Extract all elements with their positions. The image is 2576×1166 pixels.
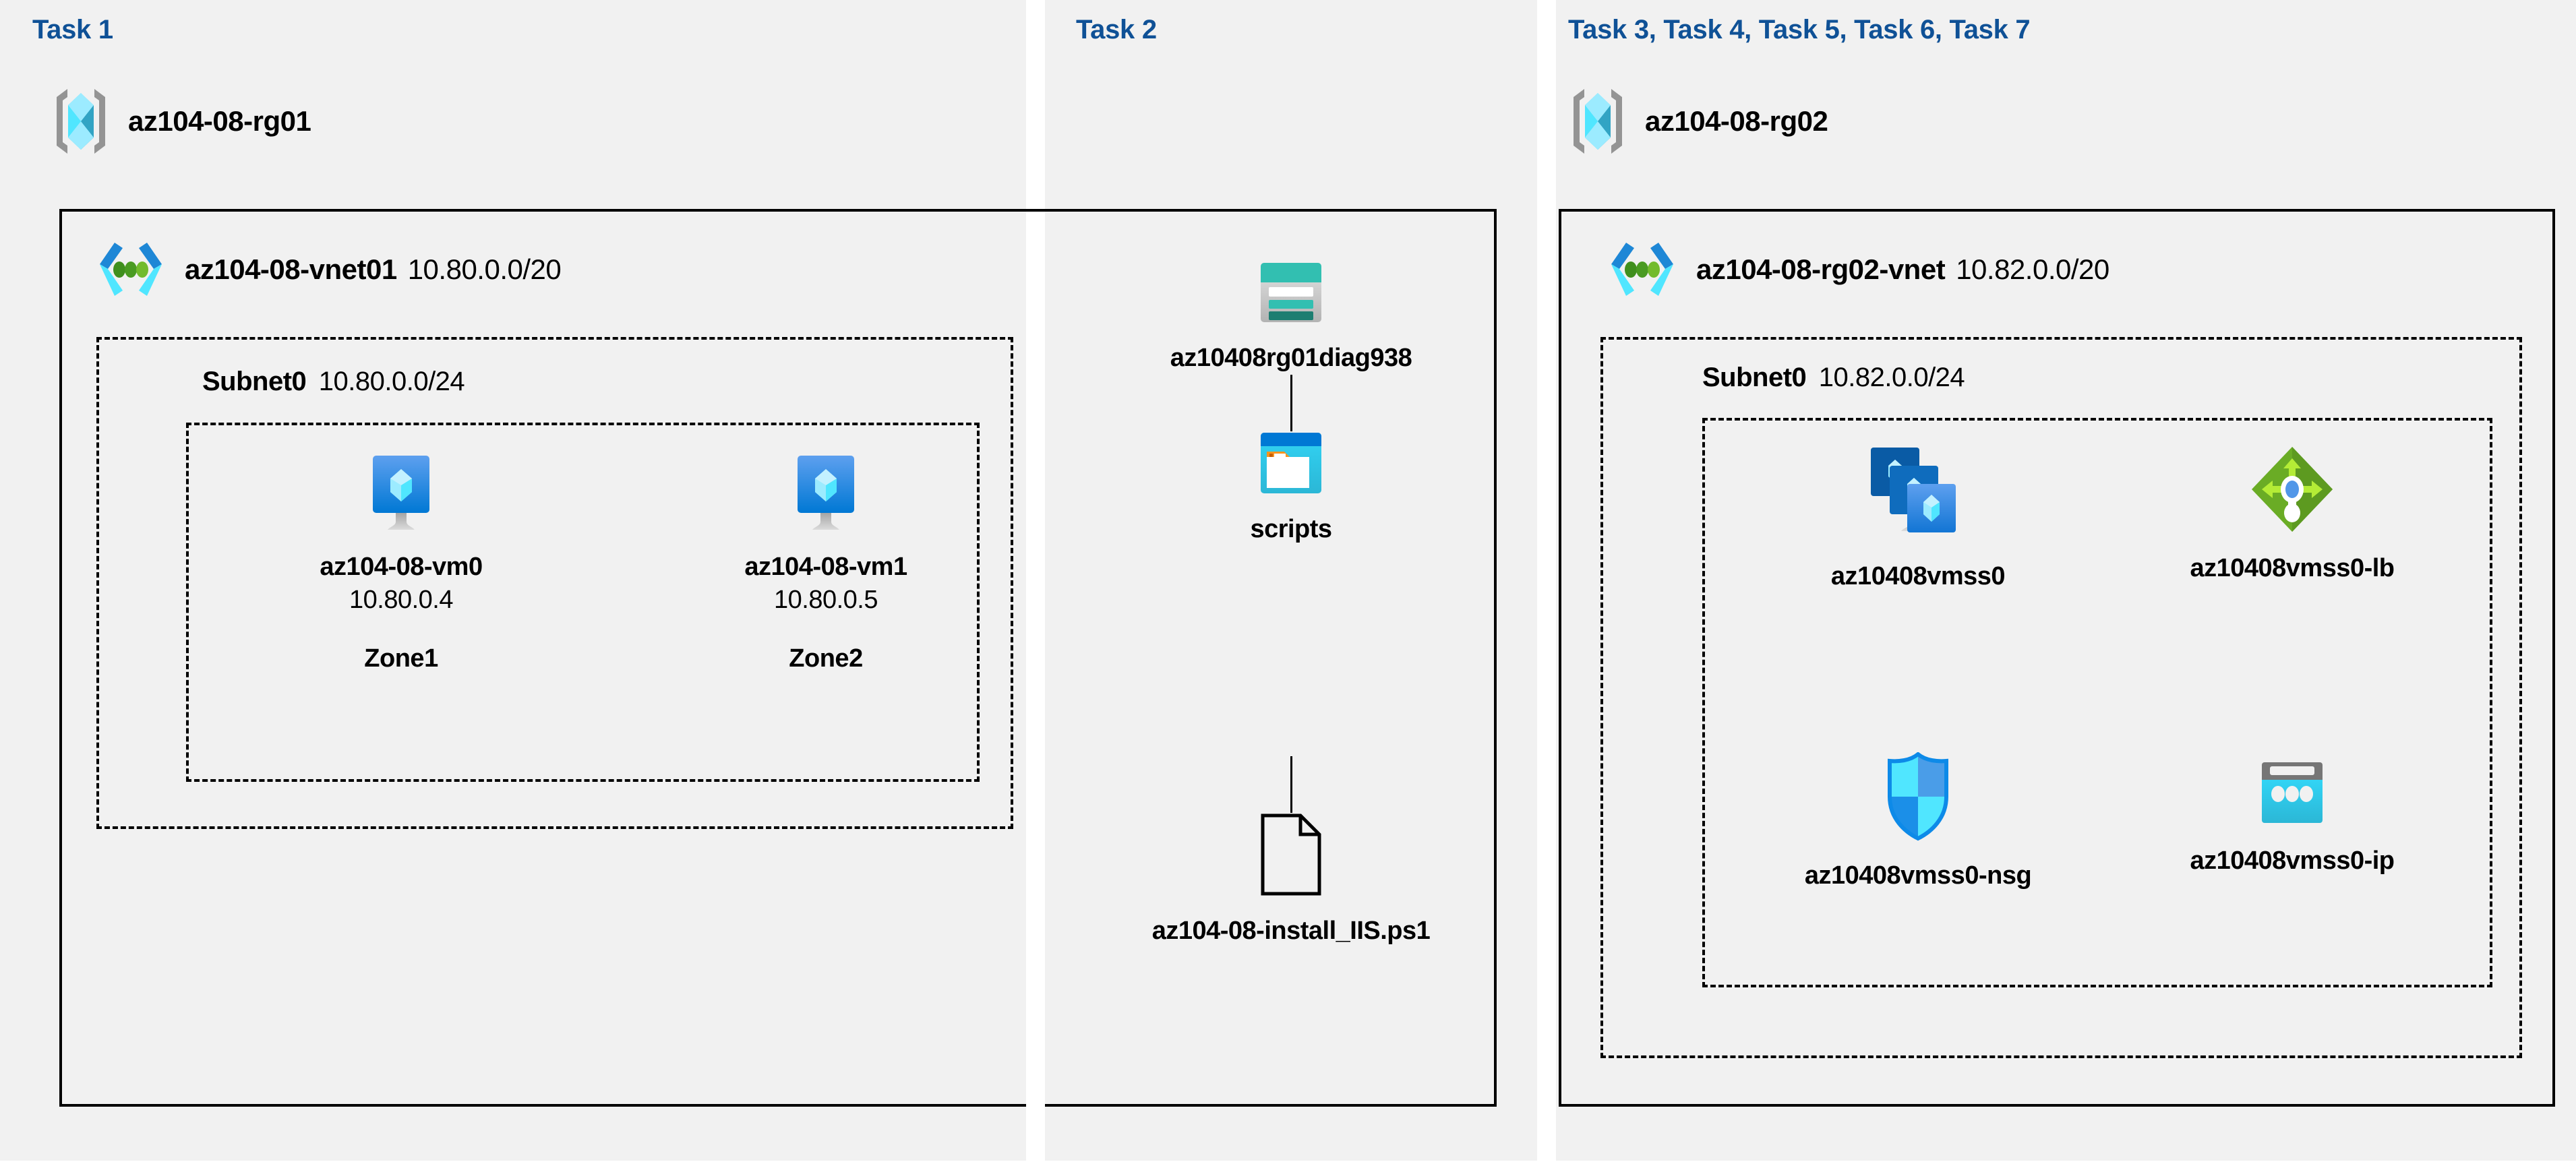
task3-subnet-cidr: 10.82.0.0/24: [1818, 363, 1965, 392]
task1-label: Task 1: [32, 15, 113, 44]
task1-vnet-boundary: [59, 209, 1497, 1107]
task3-label: Task 3, Task 4, Task 5, Task 6, Task 7: [1568, 15, 2031, 44]
task1-vm1-ip: 10.80.0.5: [774, 586, 878, 614]
task2-blob-label: scripts: [1250, 515, 1332, 543]
task3-ip-label: az10408vmss0-ip: [2190, 847, 2395, 875]
task1-vnet-cidr: 10.80.0.0/20: [407, 253, 562, 285]
panel-gutter-2: [1026, 214, 1045, 1166]
task2-label: Task 2: [1076, 15, 1157, 44]
task2-file-label: az104-08-install_IIS.ps1: [1151, 917, 1431, 945]
virtual-network-icon: [94, 241, 167, 298]
task1-vm0-node[interactable]: az104-08-vm0 10.80.0.4 Zone1: [290, 453, 512, 673]
task1-resource-group: az104-08-rg01: [53, 86, 311, 156]
task1-vnet-name: az104-08-vnet01: [185, 253, 397, 285]
load-balancer-icon: [2250, 445, 2335, 534]
task3-resource-group-name: az104-08-rg02: [1645, 105, 1828, 137]
task1-subnet-name: Subnet0: [202, 367, 307, 396]
task1-vm0-label: az104-08-vm0: [320, 553, 483, 581]
task1-subnet-header: Subnet0 10.80.0.0/24: [202, 367, 465, 397]
task2-storage-label: az10408rg01diag938: [1170, 344, 1412, 372]
task3-nsg-node[interactable]: az10408vmss0-nsg: [1766, 752, 2070, 890]
storage-account-icon: [1259, 262, 1323, 324]
task3-vmss-label: az10408vmss0: [1830, 562, 2006, 590]
task1-vm1-zone: Zone2: [789, 644, 863, 673]
network-security-group-icon: [1884, 752, 1952, 841]
resource-group-icon: [53, 86, 109, 156]
task3-vnet-cidr: 10.82.0.0/20: [1956, 253, 2109, 285]
task1-zone-boundary: [186, 423, 980, 782]
task3-lb-node[interactable]: az10408vmss0-lb: [2140, 445, 2444, 583]
task2-file-node[interactable]: az104-08-install_IIS.ps1: [1106, 813, 1476, 946]
panel-task2-background: [1045, 0, 1537, 1161]
task3-ip-node[interactable]: az10408vmss0-ip: [2140, 762, 2444, 876]
virtual-network-icon: [1606, 241, 1679, 298]
virtual-machine-icon: [363, 453, 439, 532]
task1-vm1-node[interactable]: az104-08-vm1 10.80.0.5 Zone2: [715, 453, 937, 673]
task3-vmss-node[interactable]: az10408vmss0: [1766, 445, 2070, 591]
vm-scale-set-icon: [1868, 445, 1968, 542]
task3-subnet-header: Subnet0 10.82.0.0/24: [1702, 363, 1965, 393]
task3-vnet: az104-08-rg02-vnet 10.82.0.0/20: [1606, 241, 2109, 298]
task1-resource-group-name: az104-08-rg01: [128, 105, 311, 137]
task3-nsg-label: az10408vmss0-nsg: [1804, 861, 2032, 890]
public-ip-address-icon: [2255, 762, 2329, 826]
task3-vnet-boundary: [1559, 209, 2555, 1107]
panel-gutter-3: [1537, 0, 1556, 1166]
task3-resource-group: az104-08-rg02: [1569, 86, 1828, 156]
task3-lb-label: az10408vmss0-lb: [2190, 554, 2395, 582]
file-icon: [1259, 813, 1323, 896]
task1-vnet: az104-08-vnet01 10.80.0.0/20: [94, 241, 562, 298]
task3-vnet-name: az104-08-rg02-vnet: [1696, 253, 1946, 285]
task3-subnet-name: Subnet0: [1702, 363, 1807, 392]
task1-subnet-cidr: 10.80.0.0/24: [318, 367, 465, 396]
task3-subnet-boundary: [1600, 337, 2522, 1058]
blob-container-icon: [1259, 431, 1323, 495]
panel-task1-background: [0, 0, 1026, 1161]
task1-vm0-zone: Zone1: [364, 644, 438, 673]
task2-storage-node[interactable]: az10408rg01diag938: [1106, 262, 1476, 373]
panel-task3-background: [1556, 0, 2576, 1161]
connector-storage-to-scripts: [1290, 375, 1292, 431]
panel-gutter-1: [1026, 0, 1045, 209]
resource-group-icon: [1569, 86, 1626, 156]
virtual-machine-icon: [788, 453, 864, 532]
task1-vm1-label: az104-08-vm1: [744, 553, 907, 581]
task1-vm0-ip: 10.80.0.4: [349, 586, 453, 614]
task3-resources-boundary: [1702, 418, 2492, 987]
task2-blob-node[interactable]: scripts: [1106, 431, 1476, 544]
task1-subnet-boundary: [96, 337, 1013, 829]
connector-scripts-to-file: [1290, 756, 1292, 813]
